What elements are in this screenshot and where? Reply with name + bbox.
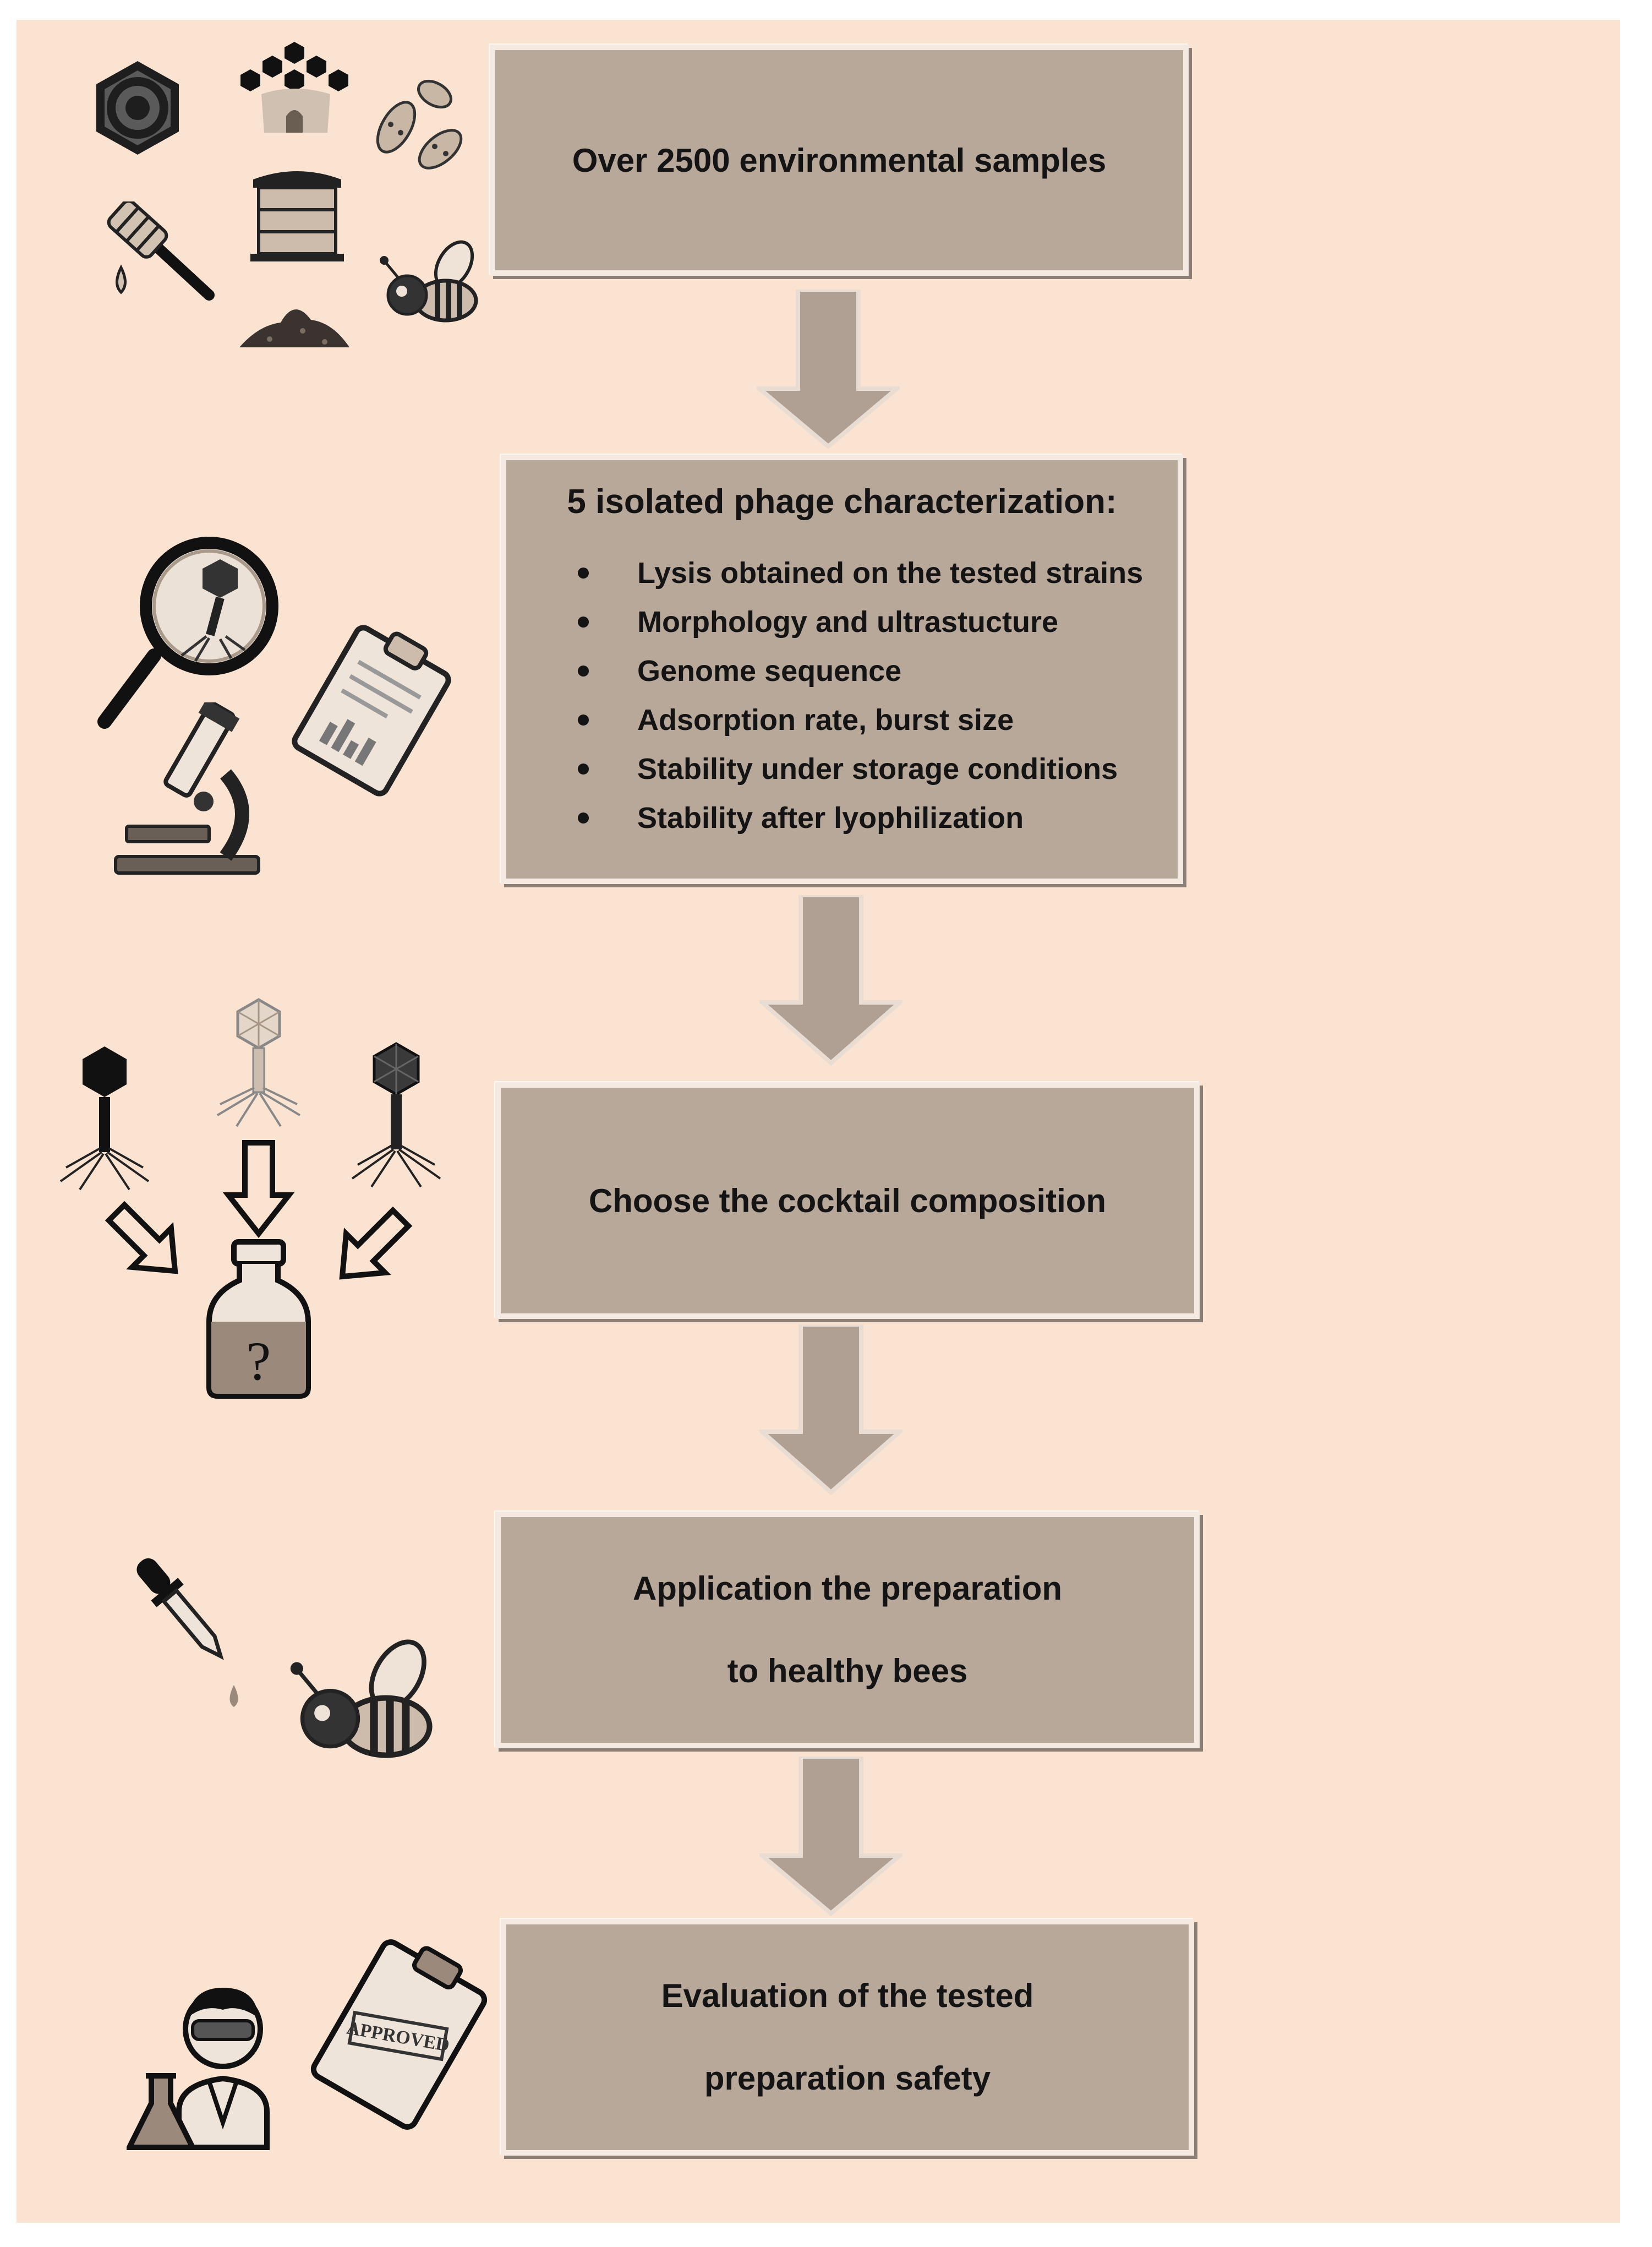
down-arrow-3 <box>759 1324 902 1495</box>
list-item: Lysis obtained on the tested strains <box>506 549 1178 598</box>
step-application-line-1: Application the preparation <box>632 1570 1063 1607</box>
step-cocktail-label: Choose the cocktail composition <box>588 1182 1107 1219</box>
dropper-icon <box>136 1558 238 1707</box>
magnifier-phage-icon <box>97 537 278 729</box>
soil-pile-icon <box>239 309 349 347</box>
honeycomb-hive-icon <box>240 42 348 133</box>
down-arrow-4 <box>759 1757 902 1916</box>
phage-dark-icon <box>351 1042 441 1188</box>
phage-icon <box>59 1046 150 1191</box>
characterization-list: Lysis obtained on the tested strains Mor… <box>506 549 1178 843</box>
step-evaluation-line-2: preparation safety <box>704 2060 991 2097</box>
bottle-question-text: ? <box>247 1330 271 1392</box>
down-arrow-1 <box>757 290 900 449</box>
approved-clipboard-icon: APPROVED <box>310 1939 488 2130</box>
step-application: Application the preparation to healthy b… <box>495 1512 1200 1748</box>
step-characterization: 5 isolated phage characterization: Lysis… <box>501 455 1183 884</box>
honey-dipper-icon <box>107 201 215 301</box>
phage-light-icon <box>216 998 301 1127</box>
bottle-question-icon: ? <box>206 1239 311 1399</box>
list-item: Stability after lyophilization <box>506 794 1178 843</box>
clipboard-report-icon <box>292 625 451 797</box>
list-item: Stability under storage conditions <box>506 745 1178 794</box>
step-application-line-2: to healthy bees <box>727 1652 968 1689</box>
bee-icon <box>380 240 478 323</box>
list-item: Genome sequence <box>506 647 1178 696</box>
arrow-into-bottle-right-icon <box>339 1206 413 1280</box>
list-item: Morphology and ultrastucture <box>506 598 1178 647</box>
step-cocktail: Choose the cocktail composition <box>495 1082 1200 1319</box>
diagram-canvas: Over 2500 environmental samples 5 isolat… <box>17 20 1620 2223</box>
step-samples: Over 2500 environmental samples <box>490 45 1189 276</box>
step-evaluation: Evaluation of the tested preparation saf… <box>501 1919 1194 2156</box>
down-arrow-2 <box>759 895 902 1066</box>
honeycomb-cell-icon <box>96 61 179 155</box>
step-characterization-heading: 5 isolated phage characterization: <box>567 483 1117 521</box>
scientist-icon <box>127 1988 270 2150</box>
bacteria-icon <box>376 79 463 170</box>
arrow-into-bottle-left-icon <box>105 1201 178 1274</box>
beehive-box-icon <box>250 171 344 261</box>
list-item: Adsorption rate, burst size <box>506 696 1178 745</box>
step-evaluation-line-1: Evaluation of the tested <box>661 1977 1034 2014</box>
microscope-icon <box>114 702 260 875</box>
step-samples-label: Over 2500 environmental samples <box>572 141 1107 179</box>
arrow-into-bottle-center-icon <box>223 1140 294 1239</box>
bee-icon <box>290 1639 433 1758</box>
